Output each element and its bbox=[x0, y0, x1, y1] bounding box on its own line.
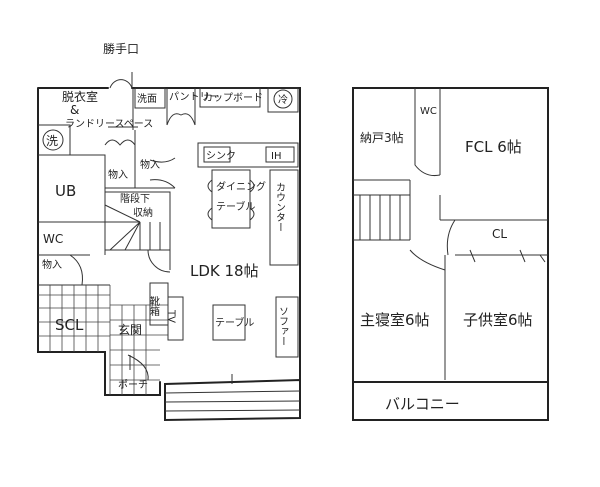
svg-text:カップボード: カップボード bbox=[203, 92, 263, 104]
fridge-icon bbox=[273, 89, 293, 109]
tile-grid bbox=[38, 285, 168, 395]
svg-text:WC: WC bbox=[43, 232, 63, 246]
svg-text:冷: 冷 bbox=[278, 93, 288, 106]
svg-text:WC: WC bbox=[420, 106, 437, 117]
cupboard bbox=[199, 87, 261, 108]
svg-text:靴箱: 靴箱 bbox=[148, 295, 160, 317]
first-floor-plan: 勝手口 脱衣室 & ランドリースペース 洗 洗面 パントリー カップボード 冷 … bbox=[37, 41, 301, 422]
svg-text:シンク: シンク bbox=[206, 150, 236, 162]
svg-text:テーブル: テーブル bbox=[215, 316, 254, 329]
washer-icon bbox=[42, 129, 64, 151]
svg-text:ダイニング: ダイニング bbox=[216, 180, 266, 193]
svg-text:テーブル: テーブル bbox=[216, 200, 255, 213]
svg-text:収納: 収納 bbox=[133, 206, 153, 219]
counter bbox=[269, 169, 299, 266]
second-floor-plan: 納戸3帖 WC FCL 6帖 CL 主寝室6帖 子供室6帖 バルコニー bbox=[352, 87, 549, 421]
table bbox=[212, 304, 246, 341]
svg-text:物入: 物入 bbox=[42, 258, 62, 271]
svg-text:TV: TV bbox=[166, 309, 177, 323]
entrance-door[interactable] bbox=[127, 354, 149, 381]
deck bbox=[164, 378, 301, 422]
svg-text:玄関: 玄関 bbox=[118, 322, 142, 337]
sink bbox=[203, 146, 231, 163]
svg-text:物入: 物入 bbox=[108, 168, 128, 181]
kitchen-counter bbox=[197, 142, 299, 168]
svg-text:IH: IH bbox=[271, 151, 281, 162]
svg-text:勝手口: 勝手口 bbox=[103, 41, 139, 56]
dining-table bbox=[211, 169, 251, 229]
svg-text:ポーチ: ポーチ bbox=[118, 379, 148, 391]
ih-cooktop bbox=[265, 146, 295, 163]
svg-text:納戸3帖: 納戸3帖 bbox=[360, 130, 404, 145]
back-door[interactable] bbox=[109, 72, 133, 89]
svg-text:洗: 洗 bbox=[46, 134, 58, 148]
svg-text:階段下: 階段下 bbox=[120, 192, 150, 205]
fridge bbox=[267, 87, 299, 113]
svg-text:&: & bbox=[70, 103, 79, 117]
svg-text:FCL 6帖: FCL 6帖 bbox=[465, 138, 522, 156]
svg-text:ランドリースペース: ランドリースペース bbox=[65, 118, 153, 130]
svg-text:脱衣室: 脱衣室 bbox=[62, 89, 98, 104]
washbasin bbox=[134, 87, 166, 109]
svg-text:SCL: SCL bbox=[55, 316, 84, 334]
svg-text:ソファー: ソファー bbox=[277, 306, 288, 346]
svg-text:パントリー: パントリー bbox=[169, 91, 220, 103]
tv bbox=[167, 296, 184, 341]
svg-text:バルコニー: バルコニー bbox=[385, 395, 460, 413]
svg-text:CL: CL bbox=[492, 227, 507, 241]
svg-text:洗面: 洗面 bbox=[137, 93, 157, 105]
svg-text:LDK 18帖: LDK 18帖 bbox=[190, 262, 259, 280]
svg-text:子供室6帖: 子供室6帖 bbox=[463, 311, 533, 329]
svg-text:物入: 物入 bbox=[140, 158, 160, 171]
sofa bbox=[275, 296, 299, 358]
svg-text:主寝室6帖: 主寝室6帖 bbox=[360, 311, 430, 329]
svg-text:カウンター: カウンター bbox=[274, 182, 286, 232]
svg-text:UB: UB bbox=[55, 182, 76, 200]
